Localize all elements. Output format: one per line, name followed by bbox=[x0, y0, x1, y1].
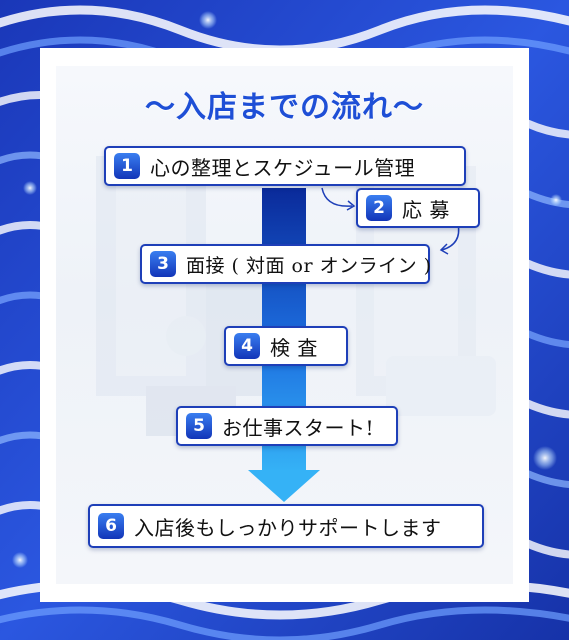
step-number-badge: 3 bbox=[150, 251, 176, 277]
step-number-badge: 1 bbox=[114, 153, 140, 179]
step-label: お仕事スタート! bbox=[222, 415, 375, 440]
step-5-box: 5 お仕事スタート! bbox=[176, 406, 398, 446]
step-3-box: 3 面接 ( 対面 or オンライン ) bbox=[140, 244, 432, 284]
step-number-badge: 2 bbox=[366, 195, 392, 221]
step-number-badge: 5 bbox=[186, 413, 212, 439]
step-6-box: 6 入店後もしっかりサポートします bbox=[88, 504, 484, 548]
step-label: 心の整理とスケジュール管理 bbox=[150, 155, 416, 180]
step-number-badge: 4 bbox=[234, 333, 260, 359]
step-label: 検 査 bbox=[270, 335, 318, 360]
page-title: ～入店までの流れ～ bbox=[145, 90, 424, 125]
step-number-badge: 6 bbox=[98, 513, 124, 539]
step-2-box: 2 応 募 bbox=[356, 188, 480, 228]
curved-arrow-icon bbox=[321, 187, 356, 211]
step-label: 面接 ( 対面 or オンライン ) bbox=[186, 254, 432, 277]
step-label: 応 募 bbox=[402, 197, 450, 222]
step-1-box: 1 心の整理とスケジュール管理 bbox=[104, 146, 466, 186]
flow-arrow-head bbox=[248, 470, 320, 502]
step-4-box: 4 検 査 bbox=[224, 326, 348, 366]
step-label: 入店後もしっかりサポートします bbox=[134, 515, 442, 540]
